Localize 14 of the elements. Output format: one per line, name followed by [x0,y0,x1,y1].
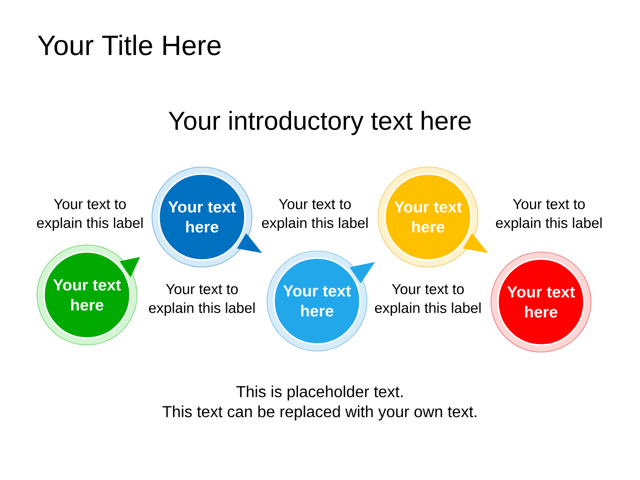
speech-bubble: Your text here [378,166,488,268]
speech-bubble: Your text here [152,166,262,268]
speech-bubble: Your text here [266,250,375,352]
explanation-text: Your text to explain this label [262,199,368,231]
explanation-text: Your text to explain this label [149,284,255,316]
speech-bubble: Your text here [490,252,592,352]
explanation-text: Your text to explain this label [37,199,143,231]
speech-bubble: Your text here [36,244,140,346]
intro-text: Your introductory text here [168,110,471,136]
caption-text: This text can be replaced with your own text. [162,406,476,420]
title: Your Title Here [38,34,221,56]
caption-text: This is placeholder text. [236,386,403,400]
explanation-text: Your text to explain this label [496,199,602,231]
explanation-text: Your text to explain this label [375,284,481,316]
